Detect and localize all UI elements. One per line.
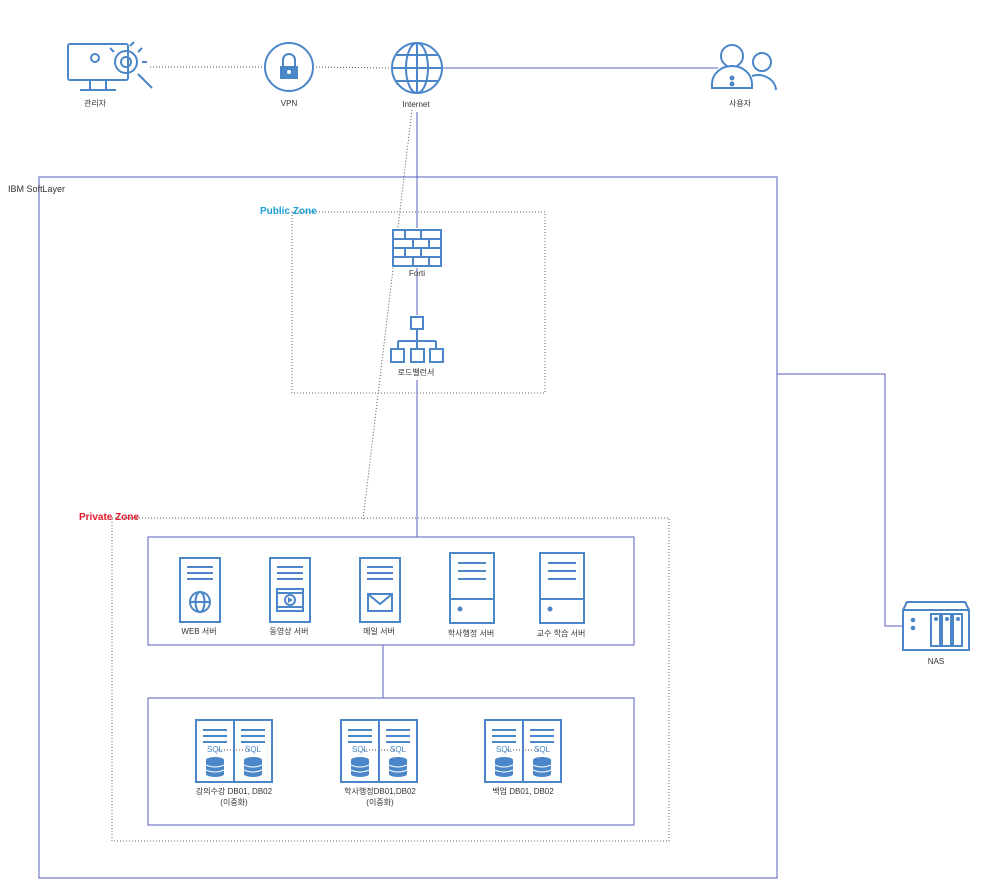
sql-tag: SQL <box>495 745 513 754</box>
server-label: 학사행정 서버 <box>447 629 495 638</box>
admin-tools-icon <box>67 41 153 91</box>
database-label-line2: (이중화) <box>366 798 394 807</box>
db-pair-icon-2 <box>340 719 418 783</box>
nas-storage-icon <box>902 601 970 651</box>
private-zone-title: Private Zone <box>79 512 140 523</box>
database-label-line2: (이중화) <box>220 798 248 807</box>
vpn-label: VPN <box>280 99 298 108</box>
web-server-icon <box>179 557 221 623</box>
ibm-softlayer-boundary <box>38 176 778 879</box>
internet-label: Internet <box>402 100 430 109</box>
vpn-lock-icon <box>264 42 314 92</box>
sql-tag: SQL <box>244 745 262 754</box>
public-zone-boundary <box>291 211 546 394</box>
users-icon <box>711 44 777 91</box>
sql-tag: SQL <box>206 745 224 754</box>
sql-tag: SQL <box>351 745 369 754</box>
database-label-line1: 강의수강 DB01, DB02 <box>195 787 273 796</box>
server-label: WEB 서버 <box>181 627 217 636</box>
sql-tag: SQL <box>389 745 407 754</box>
user-label: 사용자 <box>728 99 752 108</box>
database-label-line1: 백업 DB01, DB02 <box>492 787 554 796</box>
db-pair-icon-3 <box>484 719 562 783</box>
academic-admin-server-icon <box>449 552 495 624</box>
internet-globe-icon <box>391 42 443 94</box>
sql-tag: SQL <box>533 745 551 754</box>
database-label: 강의수강 DB01, DB02 (이중화) <box>196 786 272 808</box>
connections <box>150 66 903 698</box>
database-label-line1: 학사행정DB01,DB02 <box>344 787 416 796</box>
server-label: 메일 서버 <box>363 627 395 636</box>
video-server-icon <box>269 557 311 623</box>
load-balancer-icon <box>390 316 444 363</box>
ibm-softlayer-title: IBM SoftLayer <box>8 184 66 194</box>
admin-label: 관리자 <box>83 99 107 108</box>
vpn-private-dotted-link <box>362 109 413 521</box>
db-pair-icon-1 <box>195 719 273 783</box>
public-zone-title: Public Zone <box>260 206 317 217</box>
faculty-learning-server-icon <box>539 552 585 624</box>
nas-label: NAS <box>927 657 945 666</box>
cloud-nas-link <box>777 373 903 627</box>
server-label: 동영상 서버 <box>269 627 309 636</box>
server-label: 교수 학습 서버 <box>536 629 586 638</box>
database-label: 백업 DB01, DB02 <box>492 786 553 797</box>
mail-server-icon <box>359 557 401 623</box>
private-zone-boundary <box>111 517 670 842</box>
load-balancer-label: 로드밸런서 <box>397 368 435 377</box>
database-label: 학사행정DB01,DB02 (이중화) <box>344 786 416 808</box>
firewall-label: Forti <box>409 269 425 278</box>
firewall-icon <box>392 229 442 267</box>
vpn-internet-link <box>312 66 393 69</box>
